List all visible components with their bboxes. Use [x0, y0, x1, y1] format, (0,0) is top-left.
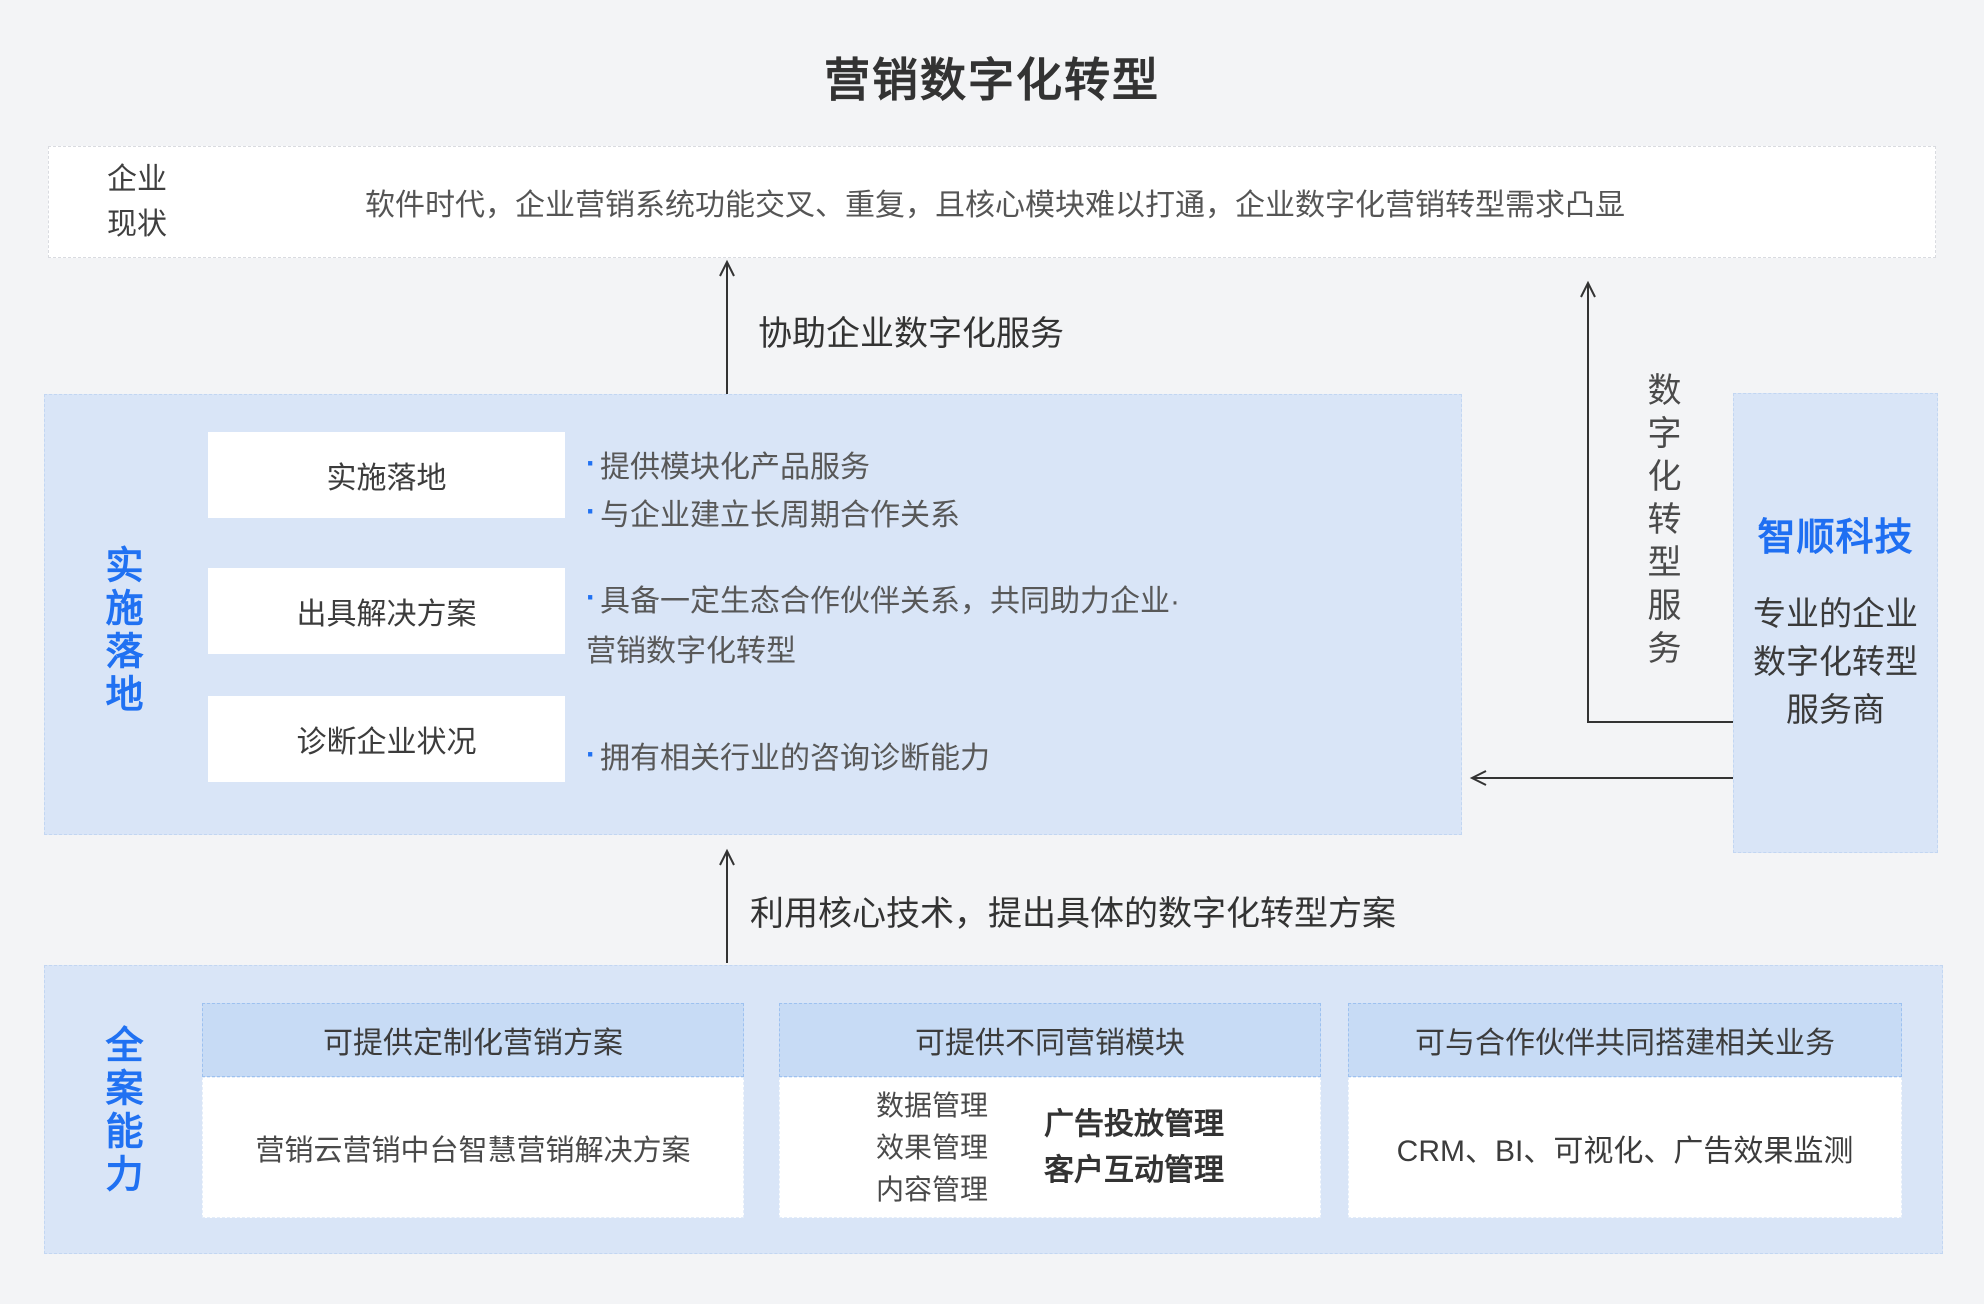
card-partner-header: 可与合作伙伴共同搭建相关业务: [1348, 1003, 1902, 1077]
page-title: 营销数字化转型: [824, 54, 1160, 106]
modules-column-advanced: 广告投放管理 客户互动管理: [1044, 1102, 1224, 1194]
bullet-item: · 与企业建立长周期合作关系: [586, 490, 960, 534]
bullet-dot: ·: [586, 447, 596, 480]
implementation-side-label: 实施落地: [99, 545, 141, 717]
assist-arrow-label: 协助企业数字化服务: [758, 315, 1064, 353]
module-item: 效果管理: [875, 1131, 988, 1163]
arrow-up-assist-icon: [719, 259, 735, 394]
company-description-line3: 服务商: [1786, 691, 1885, 728]
company-description-line2: 数字化转型: [1753, 643, 1918, 680]
fullcase-side-label: 全案能力: [99, 1025, 141, 1197]
enterprise-status-text: 软件时代，企业营销系统功能交叉、重复，且核心模块难以打通，企业数字化营销转型需求…: [365, 189, 1625, 222]
enterprise-status-label-line1: 企业: [107, 163, 167, 196]
bullet-item-continuation: 营销数字化转型: [586, 626, 796, 670]
card-modules-body: 数据管理 效果管理 内容管理 广告投放管理 客户互动管理: [779, 1077, 1321, 1218]
module-item: 客户互动管理: [1044, 1153, 1224, 1187]
solution-step-box: 出具解决方案: [208, 568, 565, 654]
arrow-up-core-tech-icon: [719, 848, 735, 963]
card-custom-plan-body: 营销云营销中台智慧营销解决方案: [202, 1077, 744, 1218]
bullet-item: · 具备一定生态合作伙伴关系，共同助力企业·: [586, 576, 1180, 620]
enterprise-status-label-line2: 现状: [107, 208, 167, 241]
bullet-dot: ·: [586, 581, 596, 614]
card-partner-body: CRM、BI、可视化、广告效果监测: [1348, 1077, 1902, 1218]
digital-service-arrow-label: 数字化转型服务: [1642, 372, 1680, 673]
diagnosis-step-box: 诊断企业状况: [208, 696, 565, 782]
module-item: 内容管理: [875, 1173, 988, 1205]
bullet-item: · 拥有相关行业的咨询诊断能力: [586, 733, 990, 777]
enterprise-status-box: 企业 现状 软件时代，企业营销系统功能交叉、重复，且核心模块难以打通，企业数字化…: [48, 146, 1936, 258]
bullet-item: · 提供模块化产品服务: [586, 442, 870, 486]
bullet-text: 具备一定生态合作伙伴关系，共同助力企业·: [600, 585, 1180, 618]
core-tech-arrow-label: 利用核心技术，提出具体的数字化转型方案: [750, 895, 1396, 933]
implementation-step-box: 实施落地: [208, 432, 565, 518]
bullet-text: 营销数字化转型: [586, 635, 796, 668]
enterprise-status-label: 企业 现状: [89, 157, 185, 247]
company-description: 专业的企业 数字化转型 服务商: [1734, 590, 1937, 734]
bullet-text: 拥有相关行业的咨询诊断能力: [600, 742, 990, 775]
modules-column-basic: 数据管理 效果管理 内容管理: [876, 1085, 988, 1211]
bullet-text: 与企业建立长周期合作关系: [600, 499, 960, 532]
company-name: 智顺科技: [1757, 517, 1914, 559]
company-box: 智顺科技 专业的企业 数字化转型 服务商: [1733, 393, 1938, 853]
bullet-text: 提供模块化产品服务: [600, 451, 870, 484]
company-description-line1: 专业的企业: [1753, 595, 1918, 632]
card-modules-header: 可提供不同营销模块: [779, 1003, 1321, 1077]
module-item: 广告投放管理: [1044, 1107, 1224, 1141]
bullet-dot: ·: [586, 495, 596, 528]
bullet-dot: ·: [586, 738, 596, 771]
module-item: 数据管理: [875, 1089, 988, 1121]
arrow-left-company-icon: [1469, 770, 1733, 786]
card-custom-plan-header: 可提供定制化营销方案: [202, 1003, 744, 1077]
